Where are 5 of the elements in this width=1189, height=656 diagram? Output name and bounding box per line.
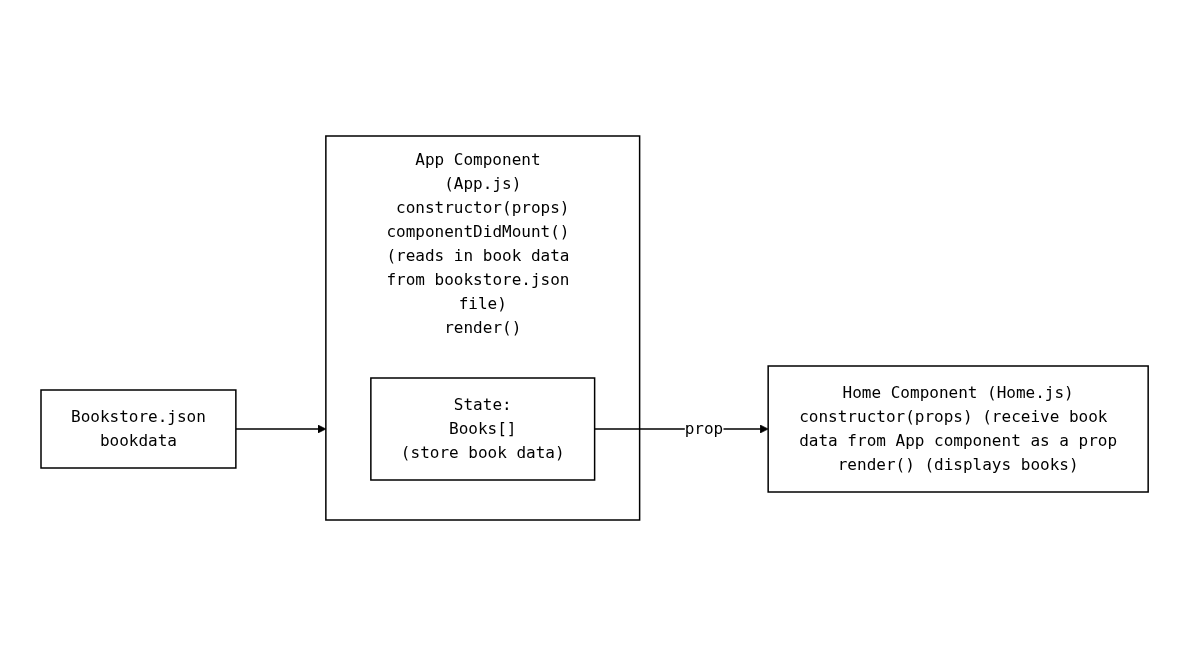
node-box: Home Component (Home.js) constructor(props) (receive book data from App component as a prop render() (displays books) bbox=[767, 365, 1149, 493]
node-box: Bookstore.json bookdata bbox=[40, 389, 237, 469]
arrow bbox=[235, 424, 327, 434]
edge-label: prop bbox=[684, 419, 724, 438]
node-box: State: Books[] (store book data) bbox=[370, 377, 596, 481]
